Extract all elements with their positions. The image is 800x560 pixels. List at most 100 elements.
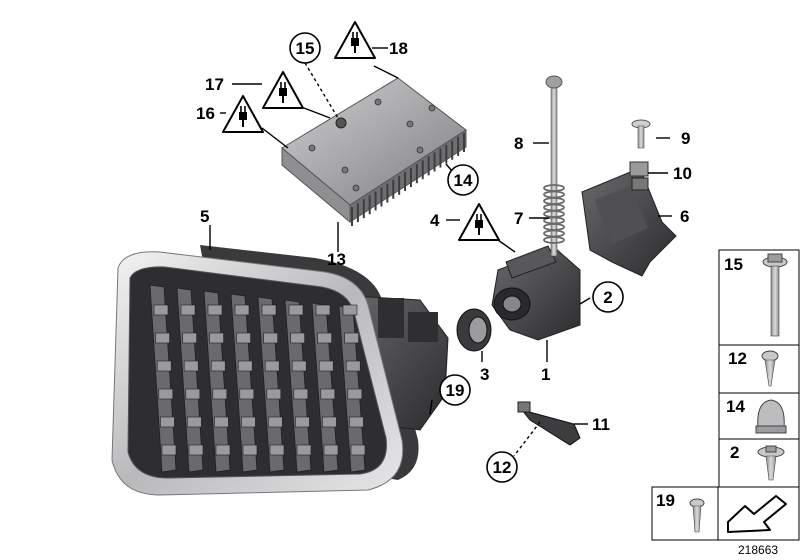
slat-facet — [207, 304, 223, 316]
slat-facet — [153, 304, 169, 316]
clip-10 — [629, 161, 649, 177]
spring — [543, 184, 565, 244]
slat-facet — [209, 332, 224, 344]
slat-facet — [295, 416, 310, 428]
slat-facet — [188, 444, 204, 456]
plug-icon — [475, 214, 483, 235]
camera-sensor — [491, 245, 581, 341]
slat-facet — [344, 332, 359, 344]
slat-facet — [317, 332, 332, 344]
screw-flanged-icon — [757, 445, 785, 481]
label-part-15: 15 — [296, 39, 315, 58]
plug-icon — [239, 106, 247, 127]
slat-facet — [182, 332, 197, 344]
slat-facet — [185, 388, 201, 400]
panel-label-19: 19 — [656, 491, 675, 510]
slat-facet — [349, 416, 364, 428]
slat-facet — [187, 416, 202, 428]
kidney-grille — [111, 245, 449, 496]
slat-facet — [155, 332, 170, 344]
slat-facet — [210, 360, 226, 372]
cover-screw — [416, 146, 424, 154]
slat-facet — [318, 360, 334, 372]
slat-facet — [350, 444, 366, 456]
cover-screw — [341, 166, 349, 174]
grille-slats — [149, 284, 366, 473]
sensor-bracket — [581, 167, 677, 277]
control-unit — [281, 77, 467, 226]
slat-facet — [212, 388, 228, 400]
callout-circles — [289, 32, 624, 483]
slat-facet — [183, 360, 199, 372]
slat-facet — [322, 416, 337, 428]
slat-facet — [342, 304, 358, 316]
leader-lines — [209, 47, 672, 457]
slat-facet — [323, 444, 339, 456]
slat-facet — [320, 388, 336, 400]
long-bolt — [545, 75, 563, 257]
label-part-1: 1 — [541, 365, 550, 384]
connector-11 — [517, 401, 581, 446]
slat-facet — [293, 388, 309, 400]
panel-label-14: 14 — [726, 397, 745, 416]
slat-facet — [261, 304, 277, 316]
slat-facet — [268, 416, 283, 428]
screw-9 — [631, 119, 651, 149]
label-part-11: 11 — [592, 415, 610, 434]
label-part-16: 16 — [196, 104, 215, 123]
grille-slat — [311, 302, 339, 473]
slat-facet — [241, 416, 256, 428]
label-part-3: 3 — [480, 365, 489, 384]
screw-long-icon — [762, 253, 788, 337]
slat-facet — [296, 444, 312, 456]
slat-facet — [180, 304, 196, 316]
plug-icon — [351, 32, 359, 53]
label-part-6: 6 — [680, 207, 689, 226]
slat-facet — [214, 416, 229, 428]
slat-facet — [156, 360, 172, 372]
slat-facet — [347, 388, 363, 400]
cap-nut-icon — [755, 399, 787, 434]
slat-facet — [234, 304, 250, 316]
panel-label-12: 12 — [728, 349, 747, 368]
plug-icon — [279, 82, 287, 103]
warning-triangles — [222, 21, 500, 241]
screw-small-icon — [689, 498, 705, 533]
label-part-2: 2 — [603, 288, 612, 307]
cover-screw — [374, 98, 382, 106]
label-part-4: 4 — [430, 211, 440, 230]
spring-coil — [543, 236, 565, 244]
slat-facet — [237, 360, 253, 372]
slat-facet — [215, 444, 231, 456]
panel-label-15: 15 — [724, 255, 743, 274]
slat-facet — [242, 444, 258, 456]
slat-facet — [263, 332, 278, 344]
part-labels: 15 18 17 16 14 13 8 7 4 9 10 6 5 2 3 1 1… — [196, 39, 692, 477]
label-part-8: 8 — [514, 134, 523, 153]
screw-short-icon — [761, 350, 779, 387]
cover-screws — [308, 98, 436, 192]
slat-facet — [266, 388, 282, 400]
fastener-side-panel: 15 12 14 2 19 — [651, 249, 800, 541]
cover-screw — [428, 104, 436, 112]
slat-facet — [290, 332, 305, 344]
direction-arrow-icon — [727, 495, 787, 533]
cover-screw — [308, 144, 316, 152]
slat-facet — [269, 444, 285, 456]
slat-facet — [160, 416, 175, 428]
seal-ring — [456, 308, 492, 352]
label-part-13: 13 — [327, 250, 346, 269]
cover-screw — [352, 184, 360, 192]
connector-pin-icon — [335, 117, 347, 129]
label-part-5: 5 — [200, 207, 209, 226]
slat-facet — [236, 332, 251, 344]
label-part-18: 18 — [389, 39, 408, 58]
document-number: 218663 — [738, 543, 778, 557]
label-part-12: 12 — [493, 458, 512, 477]
label-part-10: 10 — [673, 164, 692, 183]
panel-label-2: 2 — [730, 443, 739, 462]
slat-facet — [291, 360, 307, 372]
slat-facet — [345, 360, 361, 372]
slat-facet — [161, 444, 177, 456]
